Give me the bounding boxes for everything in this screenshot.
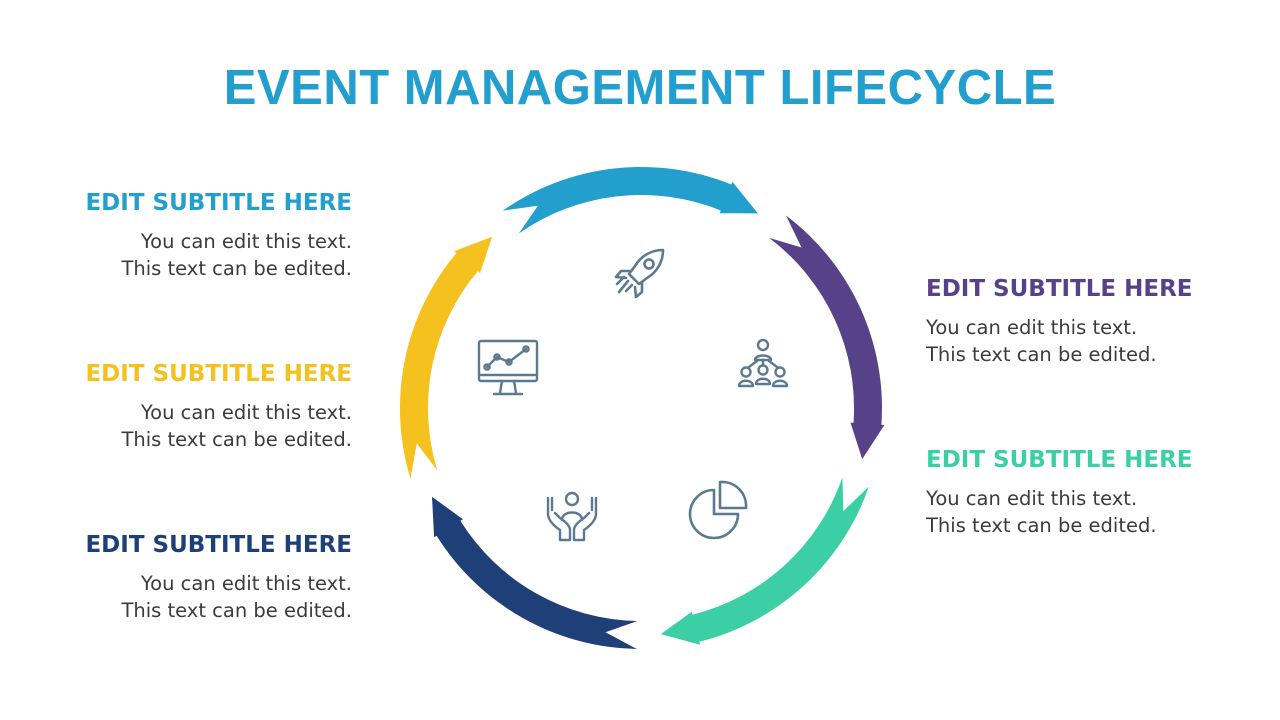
- text-block-bottom-right: EDIT SUBTITLE HERE You can edit this tex…: [926, 445, 1280, 539]
- arrow-segment-3: [660, 477, 869, 645]
- body-text[interactable]: You can edit this text.This text can be …: [121, 401, 352, 451]
- hands-support-icon: [546, 491, 598, 542]
- rocket-icon: [614, 248, 665, 299]
- subtitle[interactable]: EDIT SUBTITLE HERE: [85, 532, 352, 558]
- page-title: EVENT MANAGEMENT LIFECYCLE: [223, 61, 1057, 115]
- arrow-segment-1: [502, 166, 758, 234]
- monitor-chart-icon: [477, 339, 539, 396]
- text-block-middle-left: EDIT SUBTITLE HERE You can edit this tex…: [0, 359, 352, 453]
- body-text[interactable]: You can edit this text.This text can be …: [121, 230, 352, 280]
- subtitle[interactable]: EDIT SUBTITLE HERE: [85, 361, 352, 387]
- text-block-bottom-left: EDIT SUBTITLE HERE You can edit this tex…: [0, 530, 352, 624]
- subtitle[interactable]: EDIT SUBTITLE HERE: [926, 276, 1193, 302]
- people-network-icon: [737, 338, 789, 388]
- text-block-top-left: EDIT SUBTITLE HERE You can edit this tex…: [0, 188, 352, 282]
- body-text[interactable]: You can edit this text.This text can be …: [926, 316, 1157, 366]
- pie-chart-icon: [688, 480, 748, 540]
- text-block-top-right: EDIT SUBTITLE HERE You can edit this tex…: [926, 274, 1280, 368]
- subtitle[interactable]: EDIT SUBTITLE HERE: [85, 190, 352, 216]
- subtitle[interactable]: EDIT SUBTITLE HERE: [926, 447, 1193, 473]
- arrow-segment-2: [769, 215, 885, 460]
- arrow-segment-5: [399, 236, 493, 479]
- body-text[interactable]: You can edit this text.This text can be …: [121, 572, 352, 622]
- body-text[interactable]: You can edit this text.This text can be …: [926, 487, 1157, 537]
- arrow-segment-4: [432, 496, 638, 649]
